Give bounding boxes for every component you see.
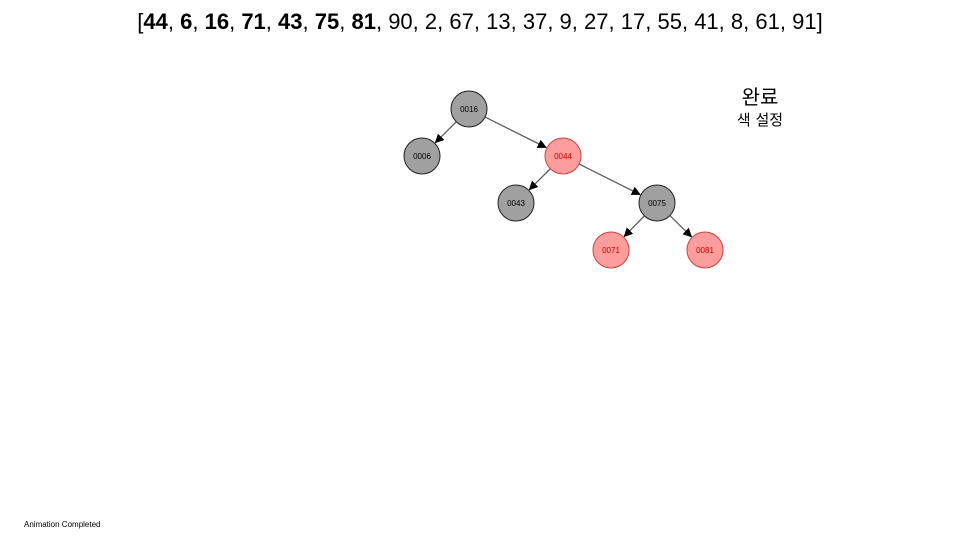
sequence-value: 2 — [424, 9, 438, 34]
status-subtitle: 색 설정 — [736, 111, 784, 129]
sequence-value: 90 — [388, 9, 413, 34]
sequence-value: 44 — [143, 9, 168, 34]
tree-edge — [528, 168, 551, 191]
node-label: 0081 — [696, 246, 714, 255]
sequence-value: 81 — [351, 9, 376, 34]
sequence-value: 37 — [522, 9, 548, 34]
node-label: 0075 — [648, 199, 666, 208]
sequence-value: 43 — [278, 9, 303, 34]
sequence-value: 67 — [449, 9, 474, 34]
tree-node: 0075 — [638, 184, 676, 222]
sequence-value: 13 — [486, 9, 511, 34]
tree-edge — [578, 163, 641, 196]
black-node-circle — [638, 184, 676, 222]
sequence-value: 71 — [241, 9, 266, 34]
red-node-circle — [544, 137, 582, 175]
animation-status: Animation Completed — [24, 520, 101, 529]
sequence-value: 8 — [730, 9, 744, 34]
node-label: 0016 — [460, 105, 478, 114]
sequence-value: 16 — [204, 9, 230, 34]
tree-node: 0044 — [544, 137, 582, 175]
red-node-circle — [686, 231, 724, 269]
tree-edge — [669, 215, 693, 238]
tree-node: 0081 — [686, 231, 724, 269]
tree-edge — [623, 215, 645, 238]
sequence-value: 41 — [694, 9, 719, 34]
node-label: 0043 — [507, 199, 525, 208]
red-node-circle — [592, 231, 630, 269]
tree-node: 0016 — [450, 90, 488, 128]
sequence-value: 9 — [559, 9, 572, 34]
status-panel: 완료 색 설정 — [706, 84, 814, 130]
insertion-sequence: [44, 6, 16, 71, 43, 75, 81, 90, 2, 67, 1… — [137, 9, 823, 34]
sequence-value: 55 — [657, 9, 682, 34]
sequence-value: 61 — [755, 9, 780, 34]
tree-edge — [484, 116, 547, 149]
black-node-circle — [403, 137, 441, 175]
node-label: 0006 — [413, 152, 431, 161]
tree-node: 0006 — [403, 137, 441, 175]
status-title: 완료 — [741, 85, 779, 109]
tree-node: 0043 — [497, 184, 535, 222]
black-node-circle — [450, 90, 488, 128]
node-label: 0071 — [602, 246, 620, 255]
sequence-value: 27 — [584, 9, 609, 34]
tree-node: 0071 — [592, 231, 630, 269]
sequence-value: 17 — [620, 9, 646, 34]
black-node-circle — [497, 184, 535, 222]
sequence-value: 75 — [314, 9, 340, 34]
sequence-value: 91 — [792, 9, 817, 34]
node-label: 0044 — [554, 152, 572, 161]
tree-edge — [434, 121, 457, 144]
sequence-value: 6 — [180, 9, 193, 34]
